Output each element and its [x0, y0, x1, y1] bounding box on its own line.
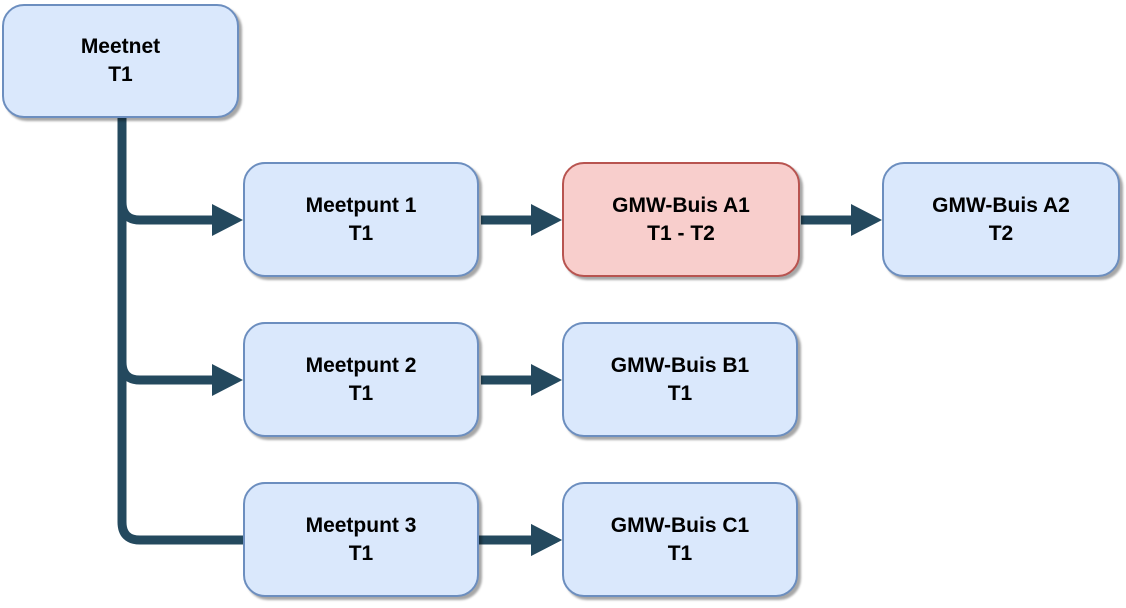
- node-meetpunt2: Meetpunt 2 T1: [243, 322, 479, 437]
- arrowhead-meetpunt1: [212, 204, 243, 236]
- edge-meetnet-meetpunt1: [117, 201, 212, 225]
- node-meetpunt3: Meetpunt 3 T1: [243, 482, 479, 597]
- arrowhead-gmwA1: [531, 204, 562, 236]
- node-gmw-buis-b1: GMW-Buis B1 T1: [562, 322, 798, 437]
- node-gmw-buis-a2-label: GMW-Buis A2: [932, 193, 1070, 217]
- node-meetpunt3-sublabel: T1: [348, 541, 374, 565]
- arrowhead-meetpunt2: [212, 364, 243, 396]
- arrowhead-gmwB1: [531, 364, 562, 396]
- node-gmw-buis-a1-highlighted: GMW-Buis A1 T1 - T2: [562, 162, 800, 277]
- node-gmw-buis-a1-label: GMW-Buis A1: [612, 193, 750, 217]
- edge-meetnet-meetpunt2: [117, 361, 212, 385]
- node-gmw-buis-a2: GMW-Buis A2 T2: [882, 162, 1120, 277]
- node-gmw-buis-a1-sublabel: T1 - T2: [647, 221, 715, 245]
- node-gmw-buis-b1-label: GMW-Buis B1: [610, 353, 750, 377]
- arrowhead-gmwA2: [851, 204, 882, 236]
- node-gmw-buis-c1-sublabel: T1: [667, 541, 693, 565]
- node-gmw-buis-c1-label: GMW-Buis C1: [610, 513, 750, 537]
- node-meetpunt2-sublabel: T1: [348, 381, 374, 405]
- node-meetnet-label: Meetnet: [80, 35, 161, 58]
- node-meetnet: Meetnet T1: [2, 4, 239, 118]
- arrowhead-gmwC1: [531, 524, 562, 556]
- node-meetpunt2-label: Meetpunt 2: [305, 353, 417, 377]
- node-meetpunt3-label: Meetpunt 3: [305, 513, 417, 537]
- node-meetnet-sublabel: T1: [108, 63, 133, 86]
- node-gmw-buis-c1: GMW-Buis C1 T1: [562, 482, 798, 597]
- node-gmw-buis-b1-sublabel: T1: [667, 381, 693, 405]
- node-meetpunt1-sublabel: T1: [348, 221, 374, 245]
- node-meetpunt1: Meetpunt 1 T1: [243, 162, 479, 277]
- node-gmw-buis-a2-sublabel: T2: [988, 221, 1014, 245]
- node-meetpunt1-label: Meetpunt 1: [305, 193, 417, 217]
- edge-meetnet-meetpunt3: [117, 117, 531, 545]
